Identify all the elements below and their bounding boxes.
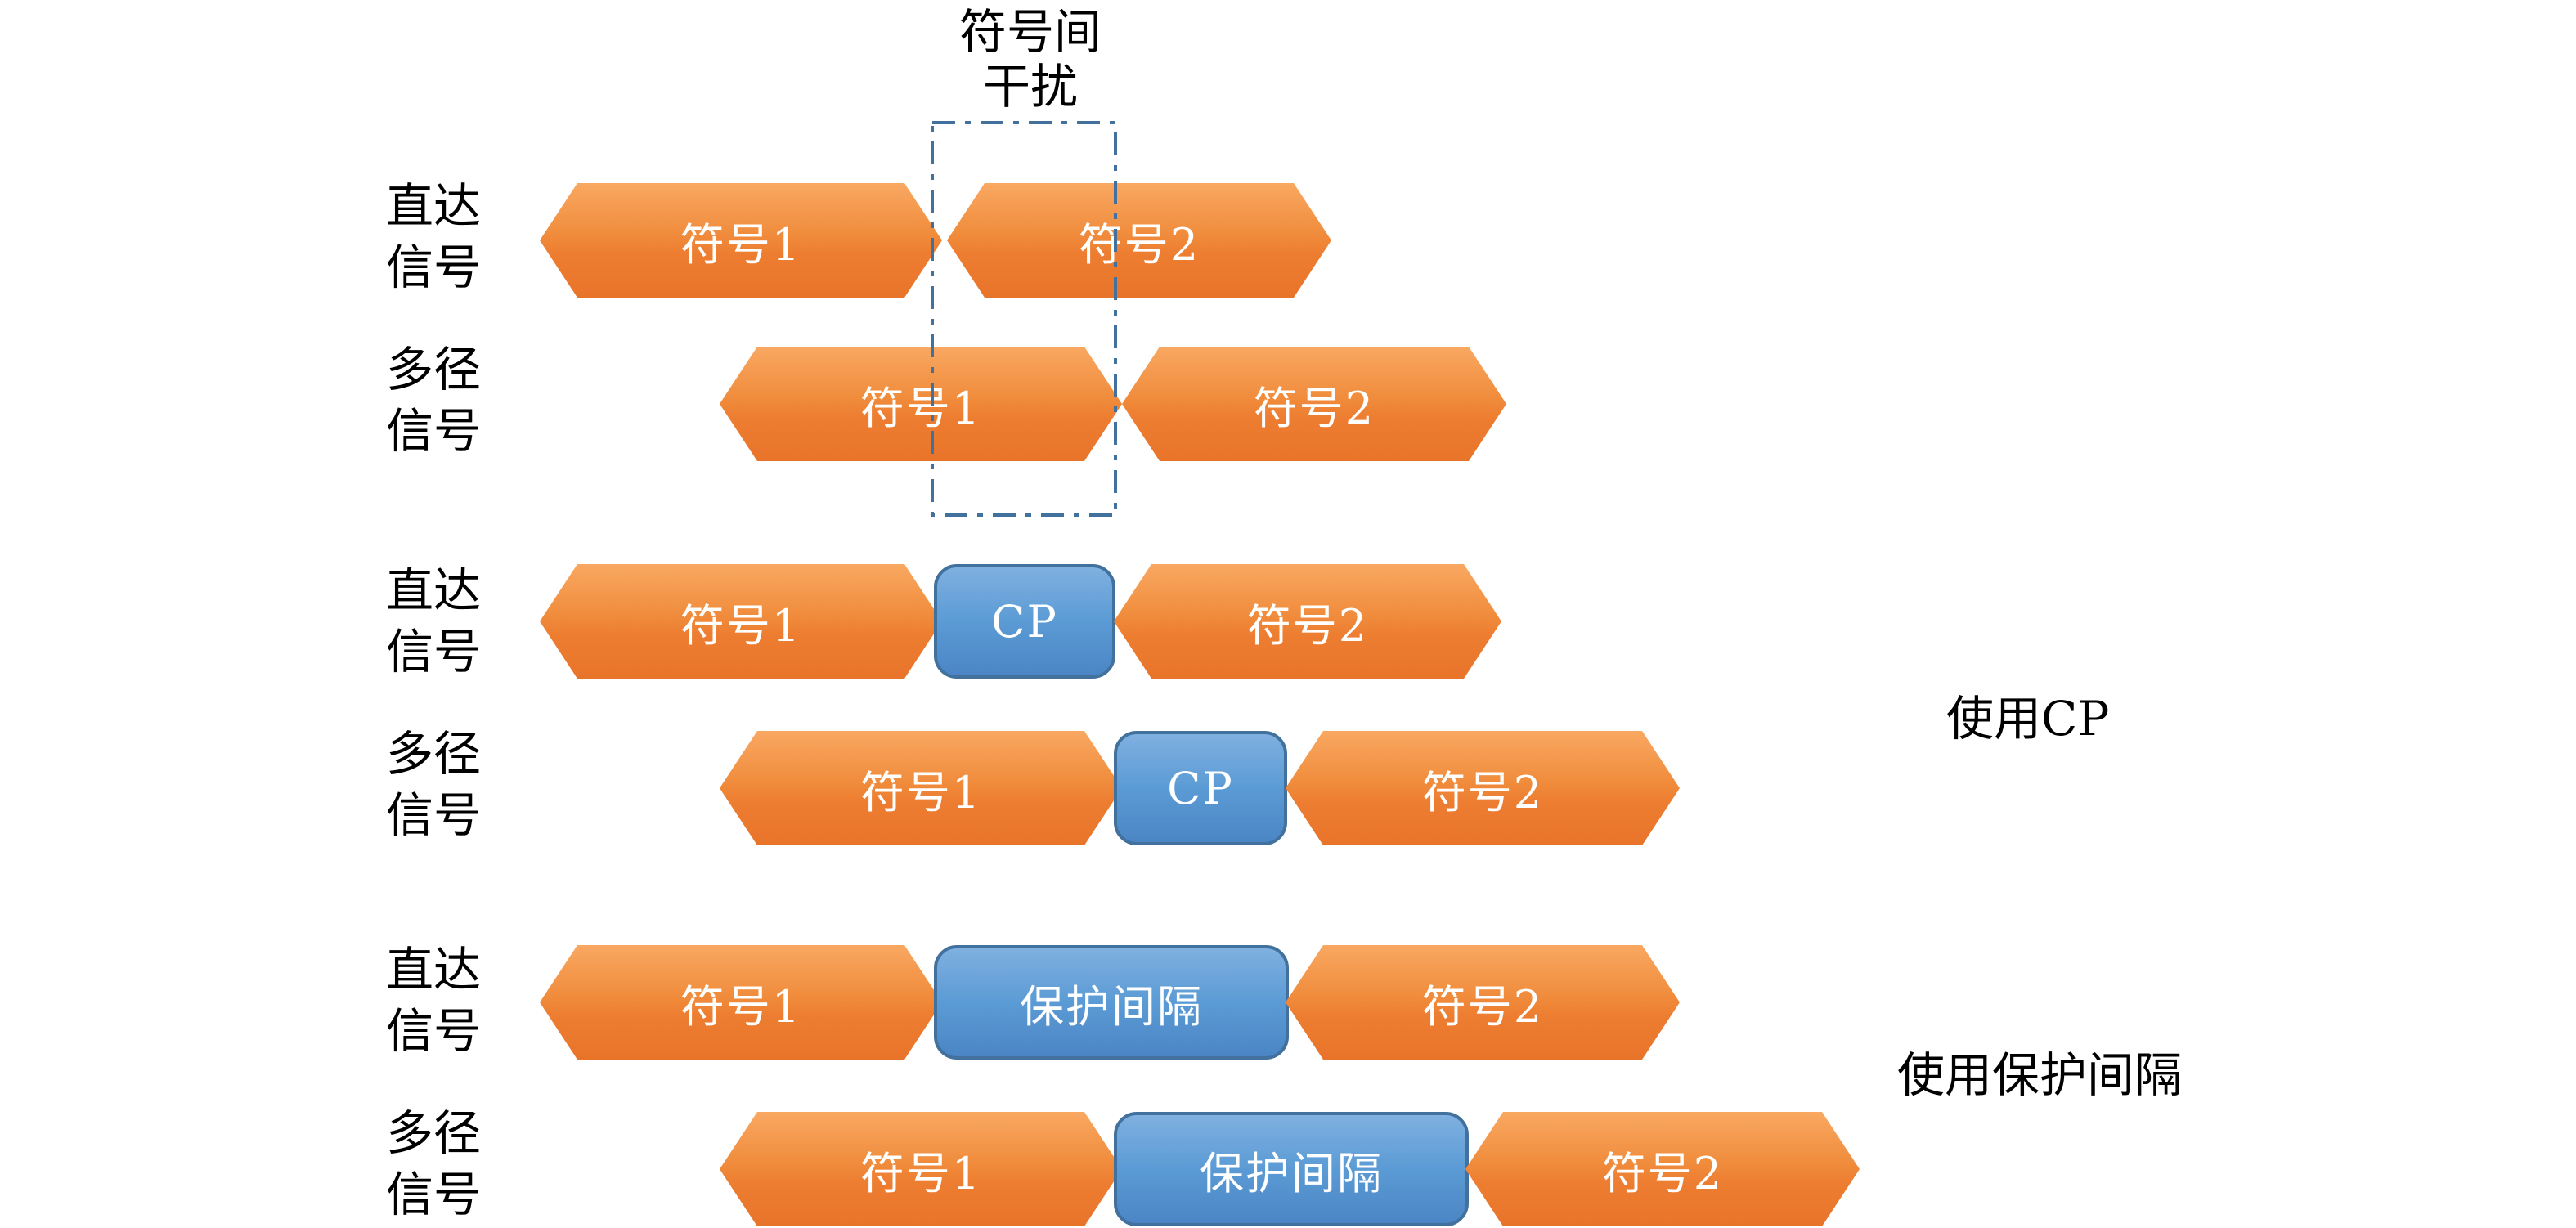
cp-block: CP bbox=[1114, 731, 1287, 845]
isi-title: 符号间 干扰 bbox=[867, 5, 1194, 114]
symbol-block-label: 符号2 bbox=[1421, 766, 1544, 818]
symbol-block-label: 符号1 bbox=[859, 766, 982, 818]
symbol-block: 符号2 bbox=[947, 183, 1331, 298]
symbol-block: 符号2 bbox=[1114, 564, 1501, 679]
guard-interval-label: 保护间隔 bbox=[1020, 980, 1203, 1033]
note-use-guard: 使用保护间隔 bbox=[1897, 1047, 2183, 1103]
row-label-direct-signal: 直达 信号 bbox=[343, 939, 523, 1063]
row-label-direct-signal: 直达 信号 bbox=[343, 176, 523, 299]
cp-block-label: CP bbox=[1167, 762, 1234, 814]
row-label-line1: 多径 bbox=[385, 1105, 481, 1161]
symbol-block-label: 符号2 bbox=[1601, 1147, 1724, 1199]
row-label-line2: 信号 bbox=[385, 787, 481, 844]
isi-title-line1: 符号间 bbox=[958, 4, 1102, 60]
row-label-line1: 多径 bbox=[385, 342, 481, 397]
symbol-block-label: 符号2 bbox=[1421, 980, 1544, 1033]
isi-title-line2: 干扰 bbox=[982, 58, 1078, 114]
symbol-block: 符号2 bbox=[1122, 347, 1506, 461]
symbol-block-label: 符号1 bbox=[680, 599, 802, 652]
row-label-line2: 信号 bbox=[385, 403, 481, 459]
symbol-block: 符号1 bbox=[720, 1112, 1122, 1226]
guard-interval-block: 保护间隔 bbox=[934, 945, 1289, 1060]
note-use-cp: 使用CP bbox=[1946, 691, 2110, 746]
symbol-block: 符号1 bbox=[540, 945, 942, 1060]
row-label-line2: 信号 bbox=[385, 1167, 481, 1223]
cp-block: CP bbox=[934, 564, 1115, 679]
row-label-multipath-signal: 多径 信号 bbox=[343, 339, 523, 463]
symbol-block: 符号2 bbox=[1465, 1112, 1860, 1226]
row-label-multipath-signal: 多径 信号 bbox=[343, 1103, 523, 1226]
row-label-direct-signal: 直达 信号 bbox=[343, 560, 523, 683]
symbol-block: 符号2 bbox=[1286, 945, 1680, 1060]
row-label-line2: 信号 bbox=[385, 1003, 481, 1060]
symbol-block: 符号1 bbox=[540, 183, 942, 298]
symbol-block-label: 符号2 bbox=[1246, 599, 1369, 652]
symbol-block-label: 符号1 bbox=[859, 382, 982, 434]
row-label-line1: 多径 bbox=[385, 726, 481, 782]
symbol-block-label: 符号1 bbox=[680, 980, 802, 1033]
symbol-block: 符号1 bbox=[720, 347, 1122, 461]
row-label-multipath-signal: 多径 信号 bbox=[343, 724, 523, 847]
symbol-block: 符号1 bbox=[540, 564, 942, 679]
row-label-line2: 信号 bbox=[385, 240, 481, 296]
cp-block-label: CP bbox=[991, 595, 1058, 648]
row-label-line2: 信号 bbox=[385, 624, 481, 680]
symbol-block: 符号2 bbox=[1286, 731, 1680, 845]
row-label-line1: 直达 bbox=[385, 178, 481, 234]
symbol-block-label: 符号2 bbox=[1253, 382, 1376, 434]
row-label-line1: 直达 bbox=[385, 942, 481, 997]
symbol-block: 符号1 bbox=[720, 731, 1122, 845]
guard-interval-label: 保护间隔 bbox=[1200, 1147, 1383, 1199]
symbol-block-label: 符号1 bbox=[859, 1147, 982, 1199]
symbol-block-label: 符号1 bbox=[680, 218, 802, 271]
guard-interval-block: 保护间隔 bbox=[1114, 1112, 1469, 1226]
row-label-line1: 直达 bbox=[385, 562, 481, 618]
symbol-block-label: 符号2 bbox=[1078, 218, 1200, 271]
